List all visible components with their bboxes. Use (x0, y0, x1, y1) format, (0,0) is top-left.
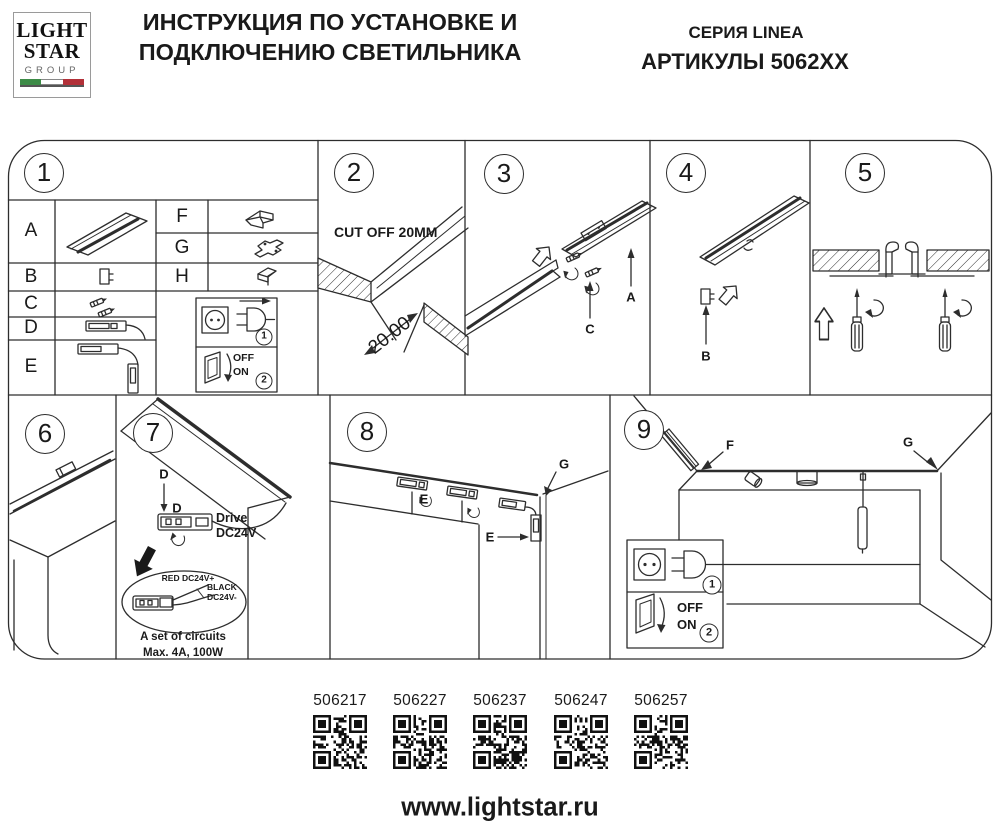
panel8-number: 8 (347, 412, 387, 452)
panel-grid (7, 139, 993, 660)
panel4-clip-drawing (699, 195, 810, 345)
qr-block-506257: 506257 (623, 692, 699, 774)
part-e-corner-strip-drawing (77, 343, 139, 394)
part-letter-d: D (24, 317, 38, 338)
part-f-corner-connector-drawing (245, 210, 274, 229)
part-letter-f: F (176, 206, 188, 227)
qr-code-image (393, 715, 447, 769)
qr-code-label: 506217 (313, 692, 367, 709)
callout-c: C (585, 321, 595, 337)
callout-f: F (726, 437, 734, 453)
on-label-panel9: ON (677, 617, 697, 632)
qr-block-506237: 506237 (462, 692, 538, 774)
lightstar-logo: LIGHT STAR GROUP (13, 12, 91, 98)
part-g-cross-connector-drawing (254, 239, 284, 258)
callout-d-top: D (159, 466, 169, 482)
articles-label: АРТИКУЛЫ 5062XX (641, 49, 849, 74)
drive-label-line2: DC24V (216, 526, 257, 540)
part-d-strip-drawing (85, 320, 146, 340)
panel3-number: 3 (484, 154, 524, 194)
panel2-cutoff-drawing (317, 206, 469, 356)
circuits-label-line2: Max. 4A, 100W (143, 647, 223, 659)
qr-block-506217: 506217 (302, 692, 378, 774)
qr-code-label: 506237 (473, 692, 527, 709)
part-letter-c: C (24, 293, 38, 314)
logo-star: STAR (23, 39, 81, 63)
page-title-line1: ИНСТРУКЦИЯ ПО УСТАНОВКЕ И (142, 9, 518, 35)
website-url: www.lightstar.ru (401, 793, 599, 822)
series-label: СЕРИЯ LINEA (688, 23, 804, 42)
drive-label-line1: Drive (216, 511, 248, 525)
callout-a: A (626, 289, 636, 305)
on-label: ON (233, 366, 249, 378)
panel7-number: 7 (133, 413, 173, 453)
step1-badge: 1 (255, 328, 273, 346)
part-letter-e: E (24, 356, 38, 377)
qr-code-image (473, 715, 527, 769)
panel6-recessed-profile-drawing (9, 450, 116, 655)
qr-code-image (554, 715, 608, 769)
callout-g-panel9: G (902, 434, 914, 450)
qr-code-image (634, 715, 688, 769)
qr-code-image (313, 715, 367, 769)
logo-light: LIGHT (16, 18, 88, 42)
logo-group: GROUP (24, 65, 80, 76)
step1-badge-panel9: 1 (702, 575, 722, 595)
wire-red-label: RED DC24V+ (161, 573, 215, 583)
wire-black-label-line2: DC24V- (207, 592, 237, 602)
page-title-line2: ПОДКЛЮЧЕНИЮ СВЕТИЛЬНИКА (138, 39, 522, 65)
qr-block-506247: 506247 (543, 692, 619, 774)
panel2-number: 2 (334, 153, 374, 193)
panel5-crosssection-drawing (812, 241, 990, 352)
page-title: ИНСТРУКЦИЯ ПО УСТАНОВКЕ И ПОДКЛЮЧЕНИЮ СВ… (139, 7, 522, 67)
wire-black-label-line1: BLACK (207, 582, 237, 592)
qr-code-label: 506257 (634, 692, 688, 709)
part-h-angle-drawing (257, 267, 277, 286)
panel7-driver-drawing (120, 397, 292, 660)
callout-d-side: D (172, 500, 182, 516)
circuits-label-line1: A set of circuits (140, 631, 226, 643)
part-letter-h: H (175, 266, 189, 287)
panel9-number: 9 (624, 410, 664, 450)
callout-e-top: E (419, 491, 429, 507)
qr-block-506227: 506227 (382, 692, 458, 774)
panel6-number: 6 (25, 414, 65, 454)
panel4-number: 4 (666, 153, 706, 193)
callout-b: B (701, 348, 711, 364)
panel9-power-box (626, 539, 921, 649)
panel1-parts-table (7, 199, 319, 396)
cutoff-label: CUT OFF 20MM (334, 224, 438, 240)
callout-e-side: E (485, 529, 495, 545)
qr-code-label: 506227 (393, 692, 447, 709)
part-c-screws-drawing (89, 295, 117, 318)
part-a-profile-drawing (66, 212, 148, 256)
callout-g-panel8: G (558, 456, 570, 472)
part-letter-g: G (174, 237, 190, 258)
off-label: OFF (233, 352, 254, 364)
step2-badge-panel9: 2 (699, 623, 719, 643)
part-letter-b: B (24, 266, 38, 287)
panel5-number: 5 (845, 153, 885, 193)
italian-flag-stripe (20, 79, 84, 87)
off-label-panel9: OFF (677, 600, 703, 615)
part-letter-a: A (24, 220, 38, 241)
step2-badge: 2 (255, 372, 273, 390)
part-b-clip-drawing (99, 268, 114, 285)
panel1-power-box (195, 297, 278, 393)
qr-code-label: 506247 (554, 692, 608, 709)
panel8-strips-drawing (328, 461, 609, 660)
panel1-number: 1 (24, 153, 64, 193)
panel3-join-drawing (464, 200, 657, 337)
